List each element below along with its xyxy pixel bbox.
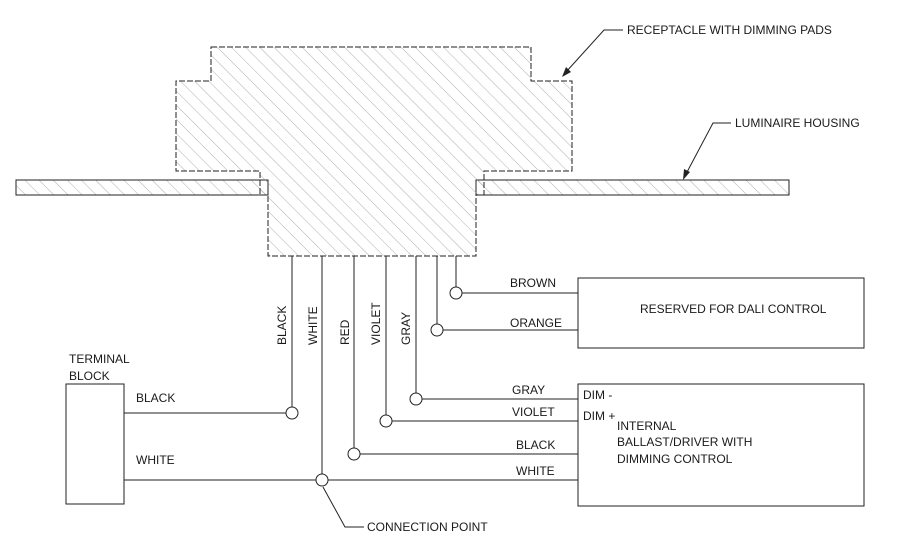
- connection-black-terminal: [285, 406, 299, 420]
- label-dali-box: RESERVED FOR DALI CONTROL: [640, 302, 827, 316]
- label-wire-red-vertical: RED: [338, 319, 352, 345]
- terminal-block: [65, 383, 125, 505]
- connection-violet: [379, 414, 393, 428]
- label-wire-brown: BROWN: [510, 276, 556, 290]
- label-dim-plus: DIM +: [583, 409, 615, 423]
- label-ballast-line2: BALLAST/DRIVER WITH: [617, 435, 752, 449]
- label-ballast-line1: INTERNAL: [617, 419, 677, 433]
- ballast-box: [577, 383, 865, 507]
- label-wire-gray-vertical: GRAY: [399, 312, 413, 345]
- label-terminal-line2: BLOCK: [69, 369, 110, 383]
- label-terminal-white: WHITE: [136, 453, 175, 467]
- leader-connection: [322, 486, 364, 528]
- connection-black-ballast: [347, 447, 361, 461]
- label-ballast-line3: DIMMING CONTROL: [617, 452, 733, 466]
- connection-orange: [430, 323, 444, 337]
- label-terminal-line1: TERMINAL: [69, 352, 130, 366]
- arrow-housing: [683, 169, 690, 180]
- housing-left-plate: [15, 179, 269, 196]
- label-ballast-white: WHITE: [516, 464, 555, 478]
- label-wire-black-vertical: BLACK: [275, 306, 289, 345]
- dali-box: [577, 277, 865, 349]
- leader-housing: [685, 122, 731, 175]
- connection-brown: [449, 286, 463, 300]
- label-dim-minus: DIM -: [583, 388, 612, 402]
- label-ballast-violet: VIOLET: [512, 405, 555, 419]
- leader-receptacle: [565, 29, 623, 73]
- connection-gray: [409, 392, 423, 406]
- receptacle-body: [175, 46, 573, 257]
- callout-connection: CONNECTION POINT: [367, 520, 488, 534]
- housing-right-plate: [475, 179, 790, 196]
- connection-white: [315, 473, 329, 487]
- label-wire-white-vertical: WHITE: [306, 306, 320, 345]
- label-ballast-gray: GRAY: [512, 383, 545, 397]
- callout-housing: LUMINAIRE HOUSING: [735, 116, 860, 130]
- label-terminal-black: BLACK: [136, 391, 175, 405]
- arrow-receptacle: [562, 67, 571, 77]
- label-ballast-black: BLACK: [516, 438, 555, 452]
- label-wire-violet-vertical: VIOLET: [369, 302, 383, 345]
- label-wire-orange: ORANGE: [510, 316, 562, 330]
- callout-receptacle: RECEPTACLE WITH DIMMING PADS: [627, 23, 832, 37]
